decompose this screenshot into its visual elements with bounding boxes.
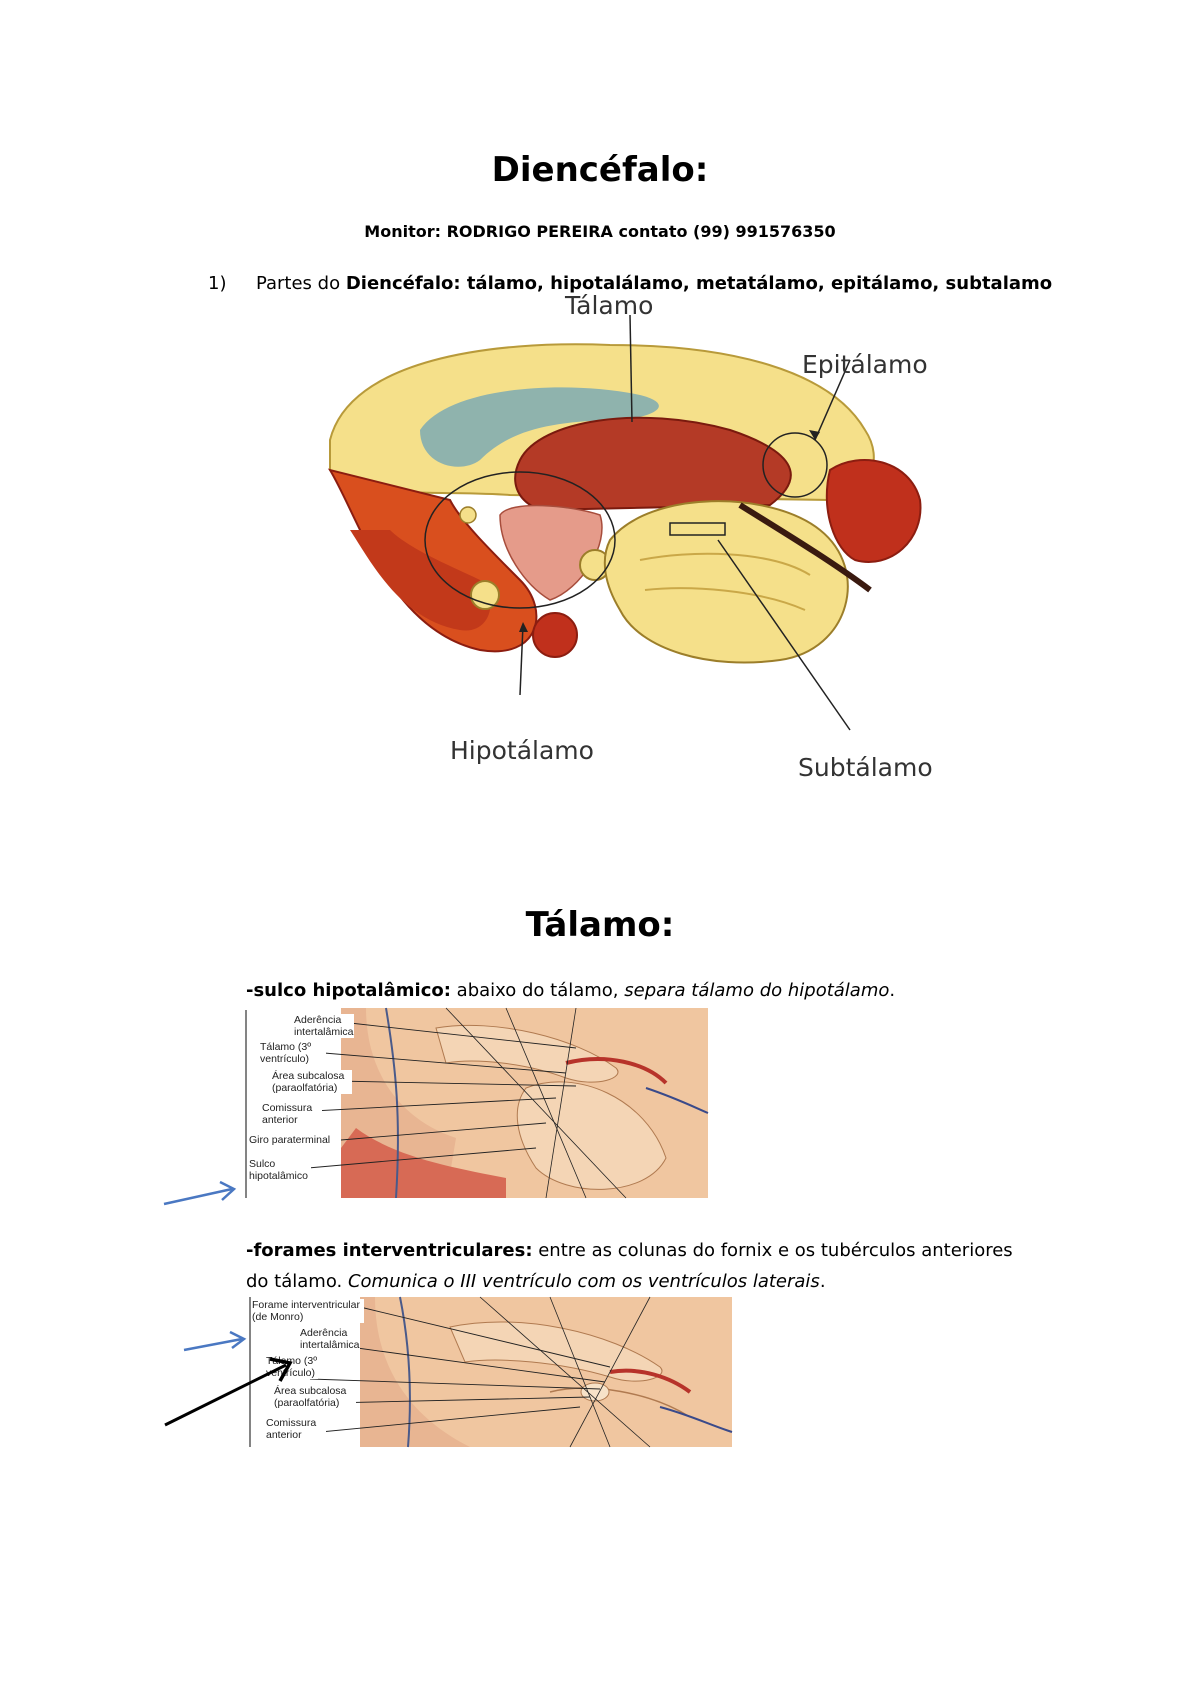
atlas-illustration-1 [245, 1007, 709, 1199]
atlas1-label-5: Sulco hipotalâmico [249, 1158, 311, 1182]
atlas1-label-4: Giro paraterminal [249, 1134, 339, 1146]
label-subtalamo: Subtálamo [798, 753, 933, 782]
list-parts: tálamo, hipotalálamo, metatálamo, epitál… [460, 273, 1053, 294]
list-subject: Diencéfalo: [345, 273, 461, 294]
atlas1-label-2: Área subcalosa (paraolfatória) [272, 1070, 352, 1094]
atlas2-label-2: Tálamo (3º ventrículo) [266, 1355, 318, 1379]
italic-forames: Comunica o III ventrículo com os ventríc… [347, 1271, 820, 1292]
atlas-figure-sulco: Aderência intertalâmica Tálamo (3º ventr… [245, 1007, 709, 1199]
text-sulco: abaixo do tálamo, [450, 980, 625, 1001]
atlas1-label-0: Aderência intertalâmica [294, 1014, 354, 1038]
page-title: Diencéfalo: [491, 150, 709, 190]
term-forames: -forames interventriculares: [246, 1240, 533, 1261]
black-arrow-icon [164, 1357, 293, 1427]
atlas2-label-1: Aderência intertalâmica [300, 1327, 360, 1351]
item-sulco-hipotalamico: -sulco hipotalâmico: abaixo do tálamo, s… [246, 975, 1046, 1006]
list-number: 1) [208, 273, 227, 294]
label-hipotalamo: Hipotálamo [450, 736, 594, 765]
item-forames-interventriculares: -forames interventriculares: entre as co… [246, 1235, 1026, 1297]
atlas1-label-1: Tálamo (3º ventrículo) [260, 1041, 326, 1065]
atlas2-label-4: Comissura anterior [266, 1417, 326, 1441]
atlas2-label-3: Área subcalosa (paraolfatória) [274, 1385, 356, 1409]
section-title-talamo: Tálamo: [525, 905, 675, 945]
atlas2-label-0: Forame interventricular (de Monro) [252, 1299, 364, 1323]
blue-arrow-icon-2 [183, 1330, 247, 1352]
label-epitalamo: Epitálamo [802, 350, 928, 379]
atlas-figure-forames: Forame interventricular (de Monro) Aderê… [249, 1296, 733, 1448]
monitor-contact: Monitor: RODRIGO PEREIRA contato (99) 99… [364, 222, 836, 241]
term-sulco: -sulco hipotalâmico: [246, 980, 451, 1001]
list-item-parts: 1) Partes do Diencéfalo: tálamo, hipotal… [208, 273, 1052, 294]
text-forames: entre as colunas do fornix e os tubércul… [246, 1240, 1013, 1292]
end-forames: . [819, 1271, 826, 1292]
label-talamo: Tálamo [565, 291, 654, 320]
atlas1-label-3: Comissura anterior [262, 1102, 322, 1126]
diencephalon-figure: Tálamo Epitálamo Hipotálamo Subtálamo [310, 291, 950, 790]
end-sulco: . [889, 980, 896, 1001]
list-prefix: Partes do [255, 273, 346, 294]
brain-sagittal-illustration [327, 314, 922, 731]
blue-arrow-icon [163, 1180, 237, 1206]
italic-sulco: separa tálamo do hipotálamo [624, 980, 890, 1001]
